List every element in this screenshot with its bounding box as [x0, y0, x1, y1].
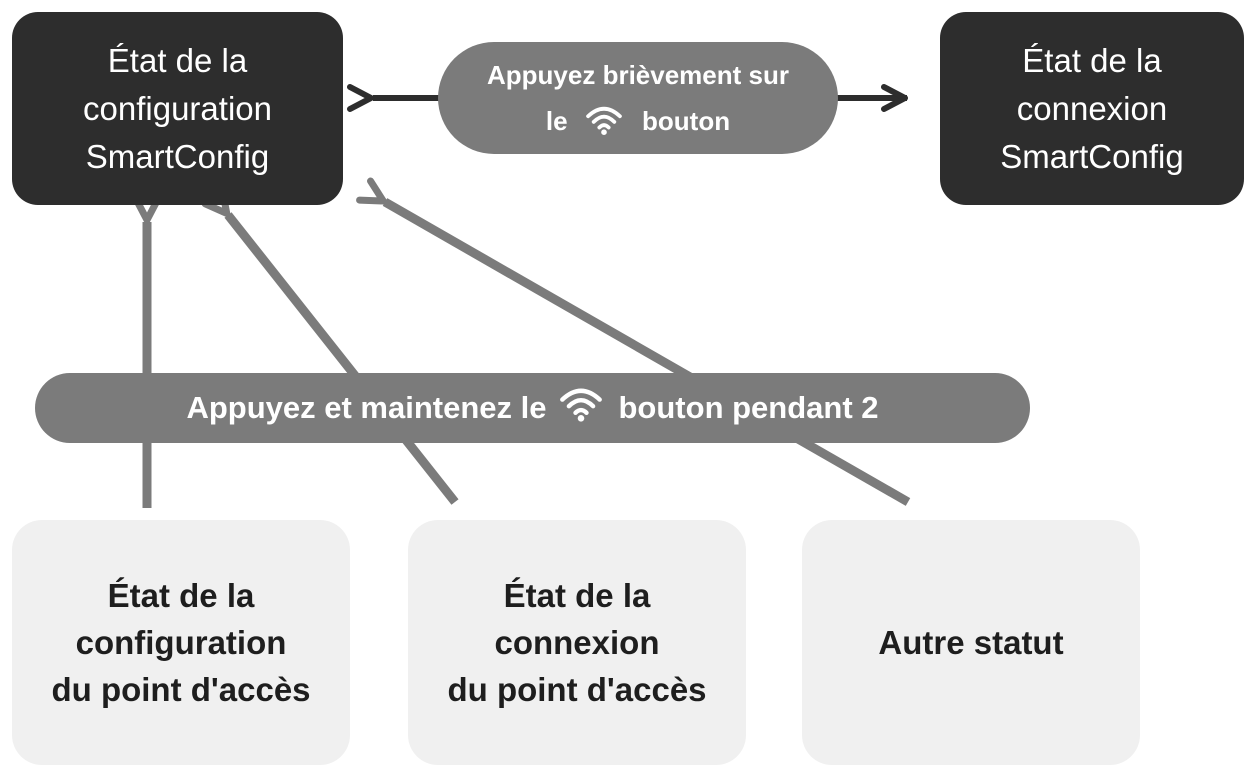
node-text-line: État de la: [503, 577, 651, 614]
node-text-line: connexion: [494, 624, 660, 661]
wifi-icon: [585, 107, 622, 136]
node-text-line: configuration: [83, 89, 272, 127]
node-ap-connexion: État de la connexion du point d'accès: [408, 520, 746, 765]
node-text-line: État de la: [107, 577, 255, 614]
node-text-line: du point d'accès: [447, 671, 707, 708]
node-text-line: État de la: [1022, 41, 1162, 79]
short-press-line-2: le bouton: [546, 98, 730, 144]
label-short-press: Appuyez brièvement sur le bouton: [438, 42, 838, 154]
label-long-press: Appuyez et maintenez le bouton pendant 2: [35, 373, 1030, 443]
arrow-autre-to-smartconfig: [356, 177, 911, 506]
long-press-suffix: bouton pendant 2: [618, 390, 879, 425]
long-press-prefix: Appuyez et maintenez le: [186, 390, 547, 425]
wifi-icon: [559, 388, 602, 422]
node-text-line: SmartConfig: [85, 137, 270, 175]
node-ap-configuration: État de la configuration du point d'accè…: [12, 520, 350, 765]
arrow-ap-connexion-to-smartconfig: [201, 186, 459, 505]
node-smartconfig-connexion: État de la connexion SmartConfig: [940, 12, 1244, 205]
node-text-line: du point d'accès: [51, 671, 311, 708]
node-text-line: Autre statut: [878, 624, 1064, 661]
node-smartconfig-configuration: État de la configuration SmartConfig: [12, 12, 343, 205]
short-press-line-1: Appuyez brièvement sur: [487, 60, 789, 90]
node-autre-statut: Autre statut: [802, 520, 1140, 765]
node-text-line: connexion: [1016, 89, 1168, 127]
short-press-prefix: le: [545, 106, 568, 136]
node-text-line: configuration: [75, 624, 287, 661]
node-text-line: État de la: [107, 41, 248, 79]
short-press-suffix: bouton: [642, 106, 731, 136]
node-text-line: SmartConfig: [1000, 137, 1184, 175]
